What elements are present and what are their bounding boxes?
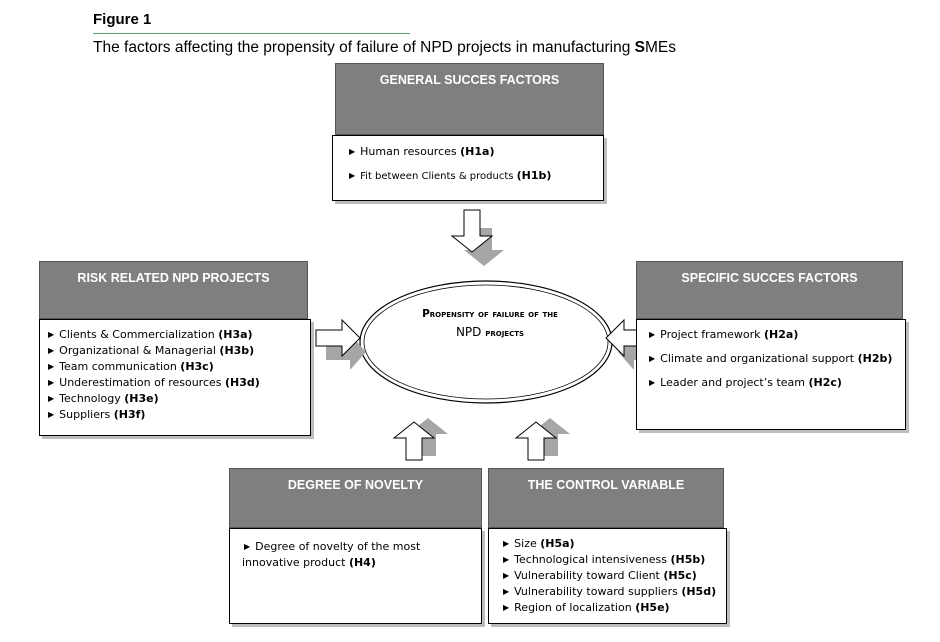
list-item: ▶ Project framework (H2a) xyxy=(649,328,798,341)
bullet-triangle-icon: ▶ xyxy=(244,542,251,551)
arrow-down-icon xyxy=(450,209,504,266)
list-item: ▶ Technological intensiveness (H5b) xyxy=(503,553,705,566)
list-item: ▶ Degree of novelty of the most xyxy=(244,539,420,556)
list-item: ▶ Clients & Commercialization (H3a) xyxy=(48,328,253,341)
list-item: ▶ Human resources (H1a) xyxy=(349,145,494,158)
item-text: Suppliers xyxy=(59,408,114,421)
list-item: ▶ Region of localization (H5e) xyxy=(503,601,670,614)
item-text: Technology xyxy=(59,392,125,405)
specific-success-body: ▶ Project framework (H2a) ▶ Climate and or… xyxy=(636,319,906,430)
bullet-triangle-icon: ▶ xyxy=(48,362,55,371)
risk-title: RISK RELATED NPD PROJECTS xyxy=(39,261,308,319)
item-code: (H2c) xyxy=(808,376,842,389)
novelty-body: ▶ Degree of novelty of the most innovativ… xyxy=(229,528,482,624)
item-code: (H5d) xyxy=(681,585,717,598)
item-code: (H3d) xyxy=(225,376,260,389)
item-code: (H1b) xyxy=(516,169,552,182)
item-code: (H3a) xyxy=(218,328,253,341)
item-text: Climate and organizational support xyxy=(660,352,858,365)
general-success-title: GENERAL SUCCES FACTORS xyxy=(335,63,604,135)
item-code: (H4) xyxy=(348,556,376,569)
figure-label: Figure 1 xyxy=(93,11,152,28)
list-item: ▶ Organizational & Managerial (H3b) xyxy=(48,344,254,357)
bullet-triangle-icon: ▶ xyxy=(649,354,656,363)
item-text: Team communication xyxy=(59,360,181,373)
item-code: (H1a) xyxy=(460,145,495,158)
center-label-projects: projects xyxy=(485,328,525,339)
item-code: (H2b) xyxy=(857,352,893,365)
item-code: (H5b) xyxy=(670,553,706,566)
caption-bold: S xyxy=(634,39,645,56)
center-label-line2: NPD projects xyxy=(380,323,600,343)
bullet-triangle-icon: ▶ xyxy=(649,378,656,387)
item-code: (H2a) xyxy=(764,328,799,341)
arrow-up-left-icon xyxy=(392,418,448,461)
item-code: (H3f) xyxy=(113,408,146,421)
center-label-npd: NPD xyxy=(455,325,486,339)
list-item: ▶ Leader and project’s team (H2c) xyxy=(649,376,842,389)
item-code: (H5c) xyxy=(663,569,697,582)
item-text: Leader and project’s team xyxy=(660,376,809,389)
figure-rule xyxy=(93,33,410,34)
center-label-line1: Propensity of failure of the xyxy=(422,308,558,320)
bullet-triangle-icon: ▶ xyxy=(503,555,510,564)
item-text: Region of localization xyxy=(514,601,636,614)
general-success-body: ▶ Human resources (H1a) ▶ Fit between Clie… xyxy=(332,135,604,201)
list-item: ▶ Climate and organizational support (H2b… xyxy=(649,352,892,365)
specific-success-title: SPECIFIC SUCCES FACTORS xyxy=(636,261,903,319)
item-text: Fit between Clients & products xyxy=(360,171,517,182)
item-text: Human resources xyxy=(360,145,461,158)
bullet-triangle-icon: ▶ xyxy=(503,587,510,596)
bullet-triangle-icon: ▶ xyxy=(48,346,55,355)
list-item: ▶ Fit between Clients & products (H1b) xyxy=(349,169,551,182)
bullet-triangle-icon: ▶ xyxy=(48,330,55,339)
bullet-triangle-icon: ▶ xyxy=(349,171,356,180)
bullet-triangle-icon: ▶ xyxy=(48,394,55,403)
item-text: Vulnerability toward suppliers xyxy=(514,585,682,598)
list-item: ▶ Size (H5a) xyxy=(503,537,575,550)
item-code: (H5e) xyxy=(635,601,670,614)
item-code: (H5a) xyxy=(540,537,575,550)
center-ellipse-inner xyxy=(363,284,609,400)
bullet-triangle-icon: ▶ xyxy=(503,539,510,548)
list-item: ▶ Team communication (H3c) xyxy=(48,360,214,373)
novelty-title: DEGREE OF NOVELTY xyxy=(229,468,482,528)
item-text: Degree of novelty of the most xyxy=(255,540,421,553)
control-title: THE CONTROL VARIABLE xyxy=(488,468,724,528)
item-text: Underestimation of resources xyxy=(59,376,226,389)
item-text: Technological intensiveness xyxy=(514,553,671,566)
item-text: Size xyxy=(514,537,541,550)
list-item: ▶ Vulnerability toward suppliers (H5d) xyxy=(503,585,716,598)
list-item-continued: innovative product (H4) xyxy=(242,555,376,571)
list-item: ▶ Underestimation of resources (H3d) xyxy=(48,376,260,389)
item-text: innovative product xyxy=(242,556,349,569)
center-label: Propensity of failure of the NPD project… xyxy=(380,305,600,343)
item-text: Clients & Commercialization xyxy=(59,328,219,341)
caption-text: The factors affecting the propensity of … xyxy=(93,39,635,56)
bullet-triangle-icon: ▶ xyxy=(503,571,510,580)
list-item: ▶ Suppliers (H3f) xyxy=(48,408,145,421)
caption-end: MEs xyxy=(644,39,676,56)
figure-caption: The factors affecting the propensity of … xyxy=(93,39,676,57)
item-code: (H3b) xyxy=(219,344,255,357)
item-code: (H3e) xyxy=(124,392,159,405)
arrow-up-right-icon xyxy=(514,418,570,461)
bullet-triangle-icon: ▶ xyxy=(503,603,510,612)
item-text: Vulnerability toward Client xyxy=(514,569,664,582)
list-item: ▶ Technology (H3e) xyxy=(48,392,159,405)
bullet-triangle-icon: ▶ xyxy=(649,330,656,339)
item-text: Project framework xyxy=(660,328,765,341)
item-code: (H3c) xyxy=(180,360,214,373)
bullet-triangle-icon: ▶ xyxy=(48,410,55,419)
risk-body: ▶ Clients & Commercialization (H3a) ▶ Orga… xyxy=(39,319,311,436)
list-item: ▶ Vulnerability toward Client (H5c) xyxy=(503,569,697,582)
bullet-triangle-icon: ▶ xyxy=(48,378,55,387)
control-body: ▶ Size (H5a) ▶ Technological intensiveness… xyxy=(488,528,727,624)
bullet-triangle-icon: ▶ xyxy=(349,147,356,156)
item-text: Organizational & Managerial xyxy=(59,344,220,357)
arrow-right-icon xyxy=(315,318,366,370)
